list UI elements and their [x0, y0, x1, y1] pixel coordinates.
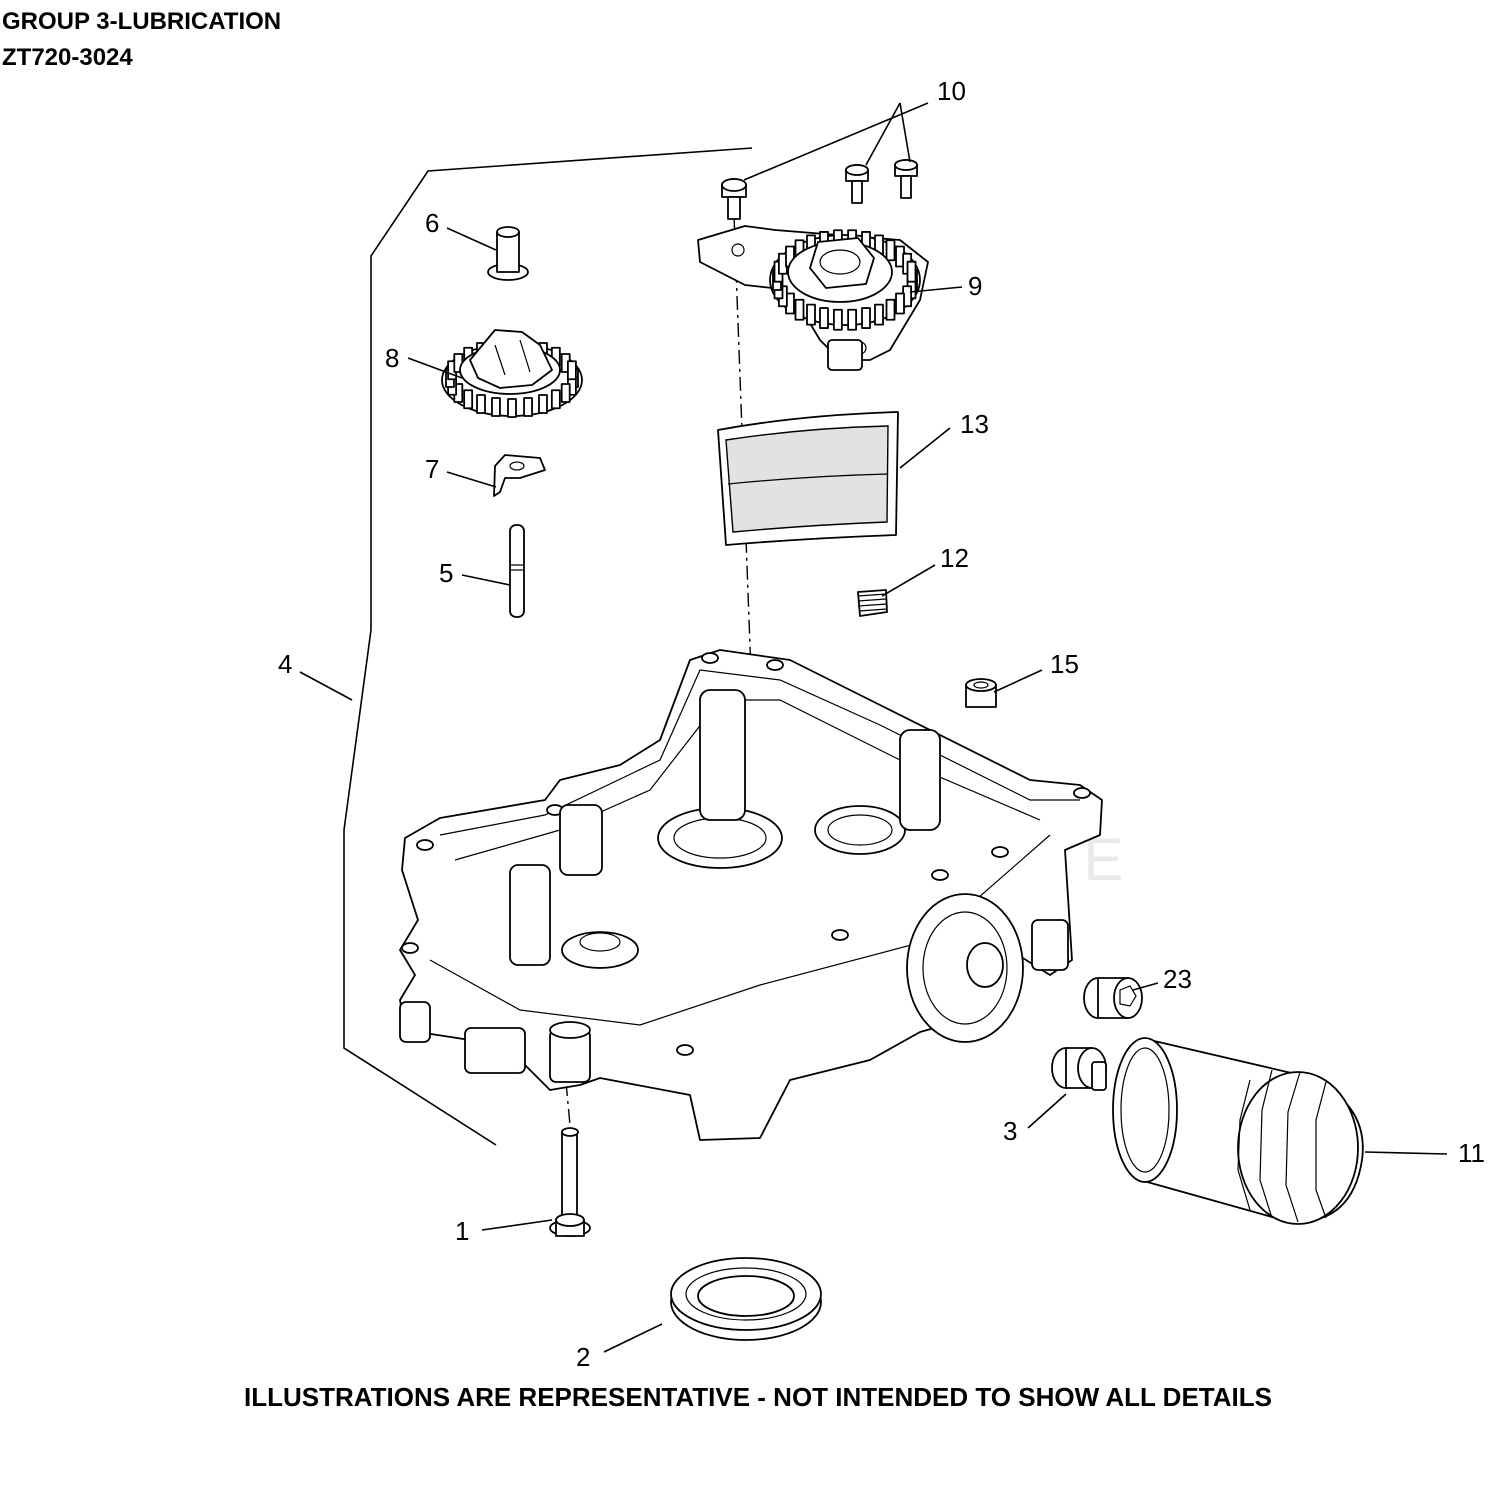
callout-4: 4: [278, 649, 292, 679]
callout-1: 1: [455, 1216, 469, 1246]
part-12-spring[interactable]: [857, 589, 888, 617]
diagram-title: GROUP 3-LUBRICATION: [2, 8, 282, 35]
callout-10: 10: [937, 76, 966, 106]
part-11-oil-filter[interactable]: [1112, 1037, 1364, 1225]
part-13-screen[interactable]: [717, 411, 899, 546]
part-10-screws[interactable]: [721, 159, 918, 220]
callout-11: 11: [1458, 1138, 1485, 1168]
callout-6: 6: [425, 208, 439, 238]
callout-23: 23: [1163, 964, 1192, 994]
part-7-tab-washer[interactable]: [493, 454, 546, 497]
callout-12: 12: [940, 543, 969, 573]
part-4-sump-housing[interactable]: [399, 649, 1103, 1141]
part-2-seal[interactable]: [670, 1257, 822, 1341]
callout-13: 13: [960, 409, 989, 439]
part-3-adapter[interactable]: [1051, 1047, 1107, 1091]
callouts: 10 6 9 8 13 7 12 5 4 15 23 3 11 1 2: [278, 76, 1485, 1372]
part-8-gear[interactable]: [441, 329, 583, 418]
callout-9: 9: [968, 271, 982, 301]
disclaimer-footer: ILLUSTRATIONS ARE REPRESENTATIVE - NOT I…: [244, 1382, 1272, 1412]
callout-7: 7: [425, 454, 439, 484]
model-number: ZT720-3024: [2, 44, 133, 71]
callout-15: 15: [1050, 649, 1079, 679]
callout-8: 8: [385, 343, 399, 373]
assembly-axis-lower: [565, 1081, 571, 1126]
callout-5: 5: [439, 558, 453, 588]
part-15-plug[interactable]: [965, 678, 997, 708]
callout-2: 2: [576, 1342, 590, 1372]
callout-3: 3: [1003, 1116, 1017, 1146]
group-bracket-outline: [343, 147, 753, 1146]
part-6-pin[interactable]: [487, 226, 529, 281]
part-1-bolt[interactable]: [549, 1127, 591, 1237]
part-5-shaft[interactable]: [509, 524, 525, 618]
part-23-fitting[interactable]: [1083, 977, 1143, 1019]
part-9-oil-pump[interactable]: [697, 225, 929, 371]
